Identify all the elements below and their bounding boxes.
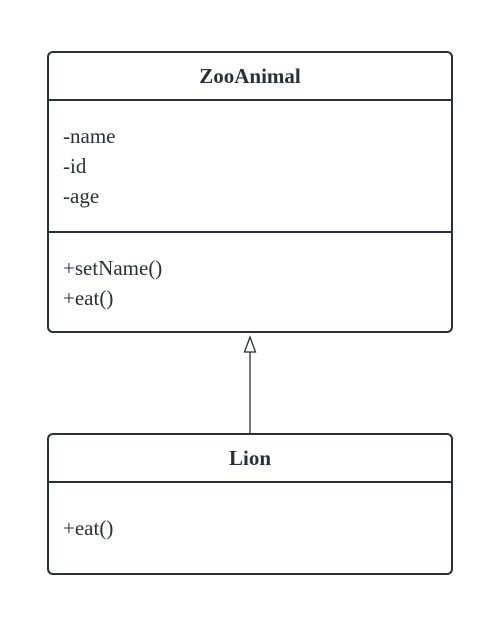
operation-eat: +eat() bbox=[63, 516, 114, 540]
lion-class-name: Lion bbox=[49, 435, 451, 483]
zooanimal-class-box[interactable]: ZooAnimal -name -id -age +setName() +eat… bbox=[47, 51, 453, 333]
attribute-name: -name bbox=[63, 124, 116, 148]
lion-class-box[interactable]: Lion +eat() bbox=[47, 433, 453, 575]
attribute-age: -age bbox=[63, 184, 100, 208]
inheritance-arrowhead bbox=[243, 335, 257, 353]
zooanimal-attributes: -name -id -age bbox=[49, 101, 451, 233]
zooanimal-operations: +setName() +eat() bbox=[49, 233, 451, 313]
operation-setname: +setName() bbox=[63, 256, 163, 280]
zooanimal-class-name: ZooAnimal bbox=[49, 53, 451, 101]
attribute-id: -id bbox=[63, 154, 87, 178]
lion-operations: +eat() bbox=[49, 483, 451, 543]
operation-eat: +eat() bbox=[63, 286, 114, 310]
